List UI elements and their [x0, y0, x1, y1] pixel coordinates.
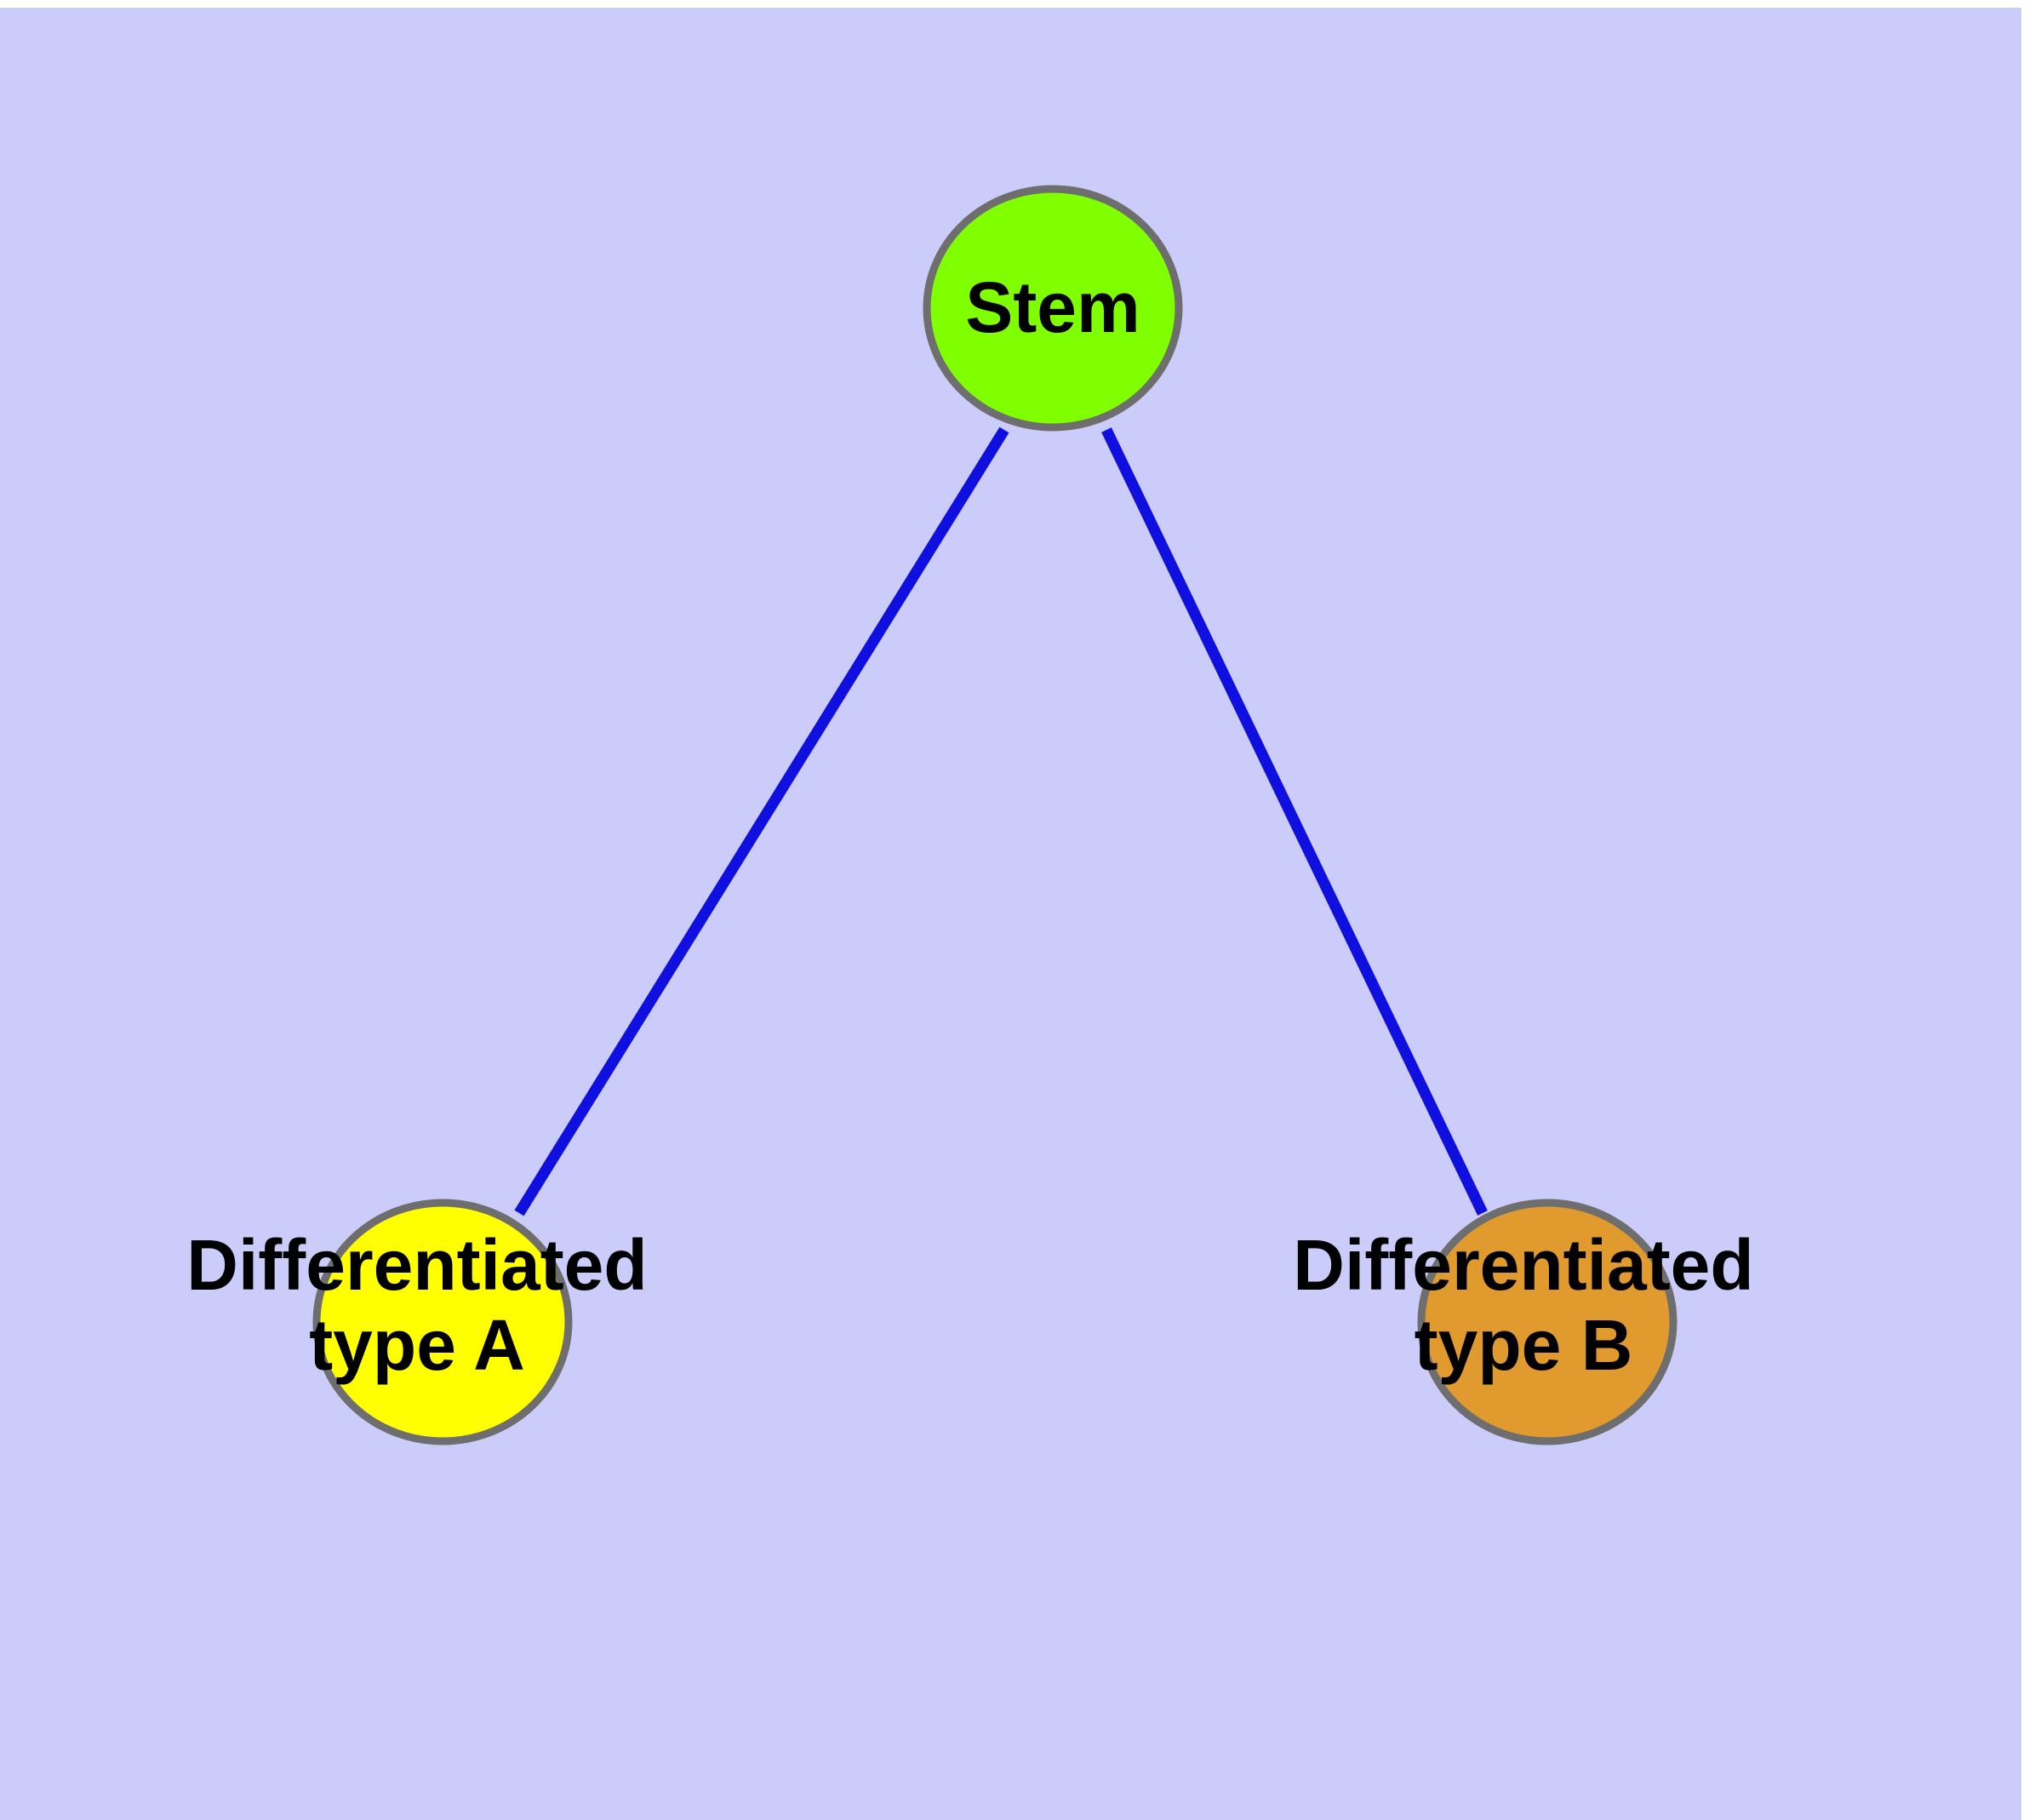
node-stem[interactable]	[923, 185, 1183, 432]
edges-layer	[514, 426, 1488, 1216]
nodes-layer	[312, 185, 1677, 1445]
node-diff_a[interactable]	[312, 1199, 573, 1445]
node-label-line: Differentiated	[1293, 1225, 1753, 1305]
node-label-line: type A	[309, 1305, 525, 1385]
node-label-stem: Stem	[965, 267, 1140, 347]
node-diff_b[interactable]	[1417, 1199, 1677, 1445]
edge-stem-to-diff_b	[1101, 427, 1488, 1216]
node-label-line: Stem	[965, 267, 1140, 347]
node-label-line: type B	[1415, 1305, 1633, 1385]
edge-stem-to-diff_a	[514, 426, 1009, 1216]
node-label-line: Differentiated	[186, 1225, 647, 1305]
